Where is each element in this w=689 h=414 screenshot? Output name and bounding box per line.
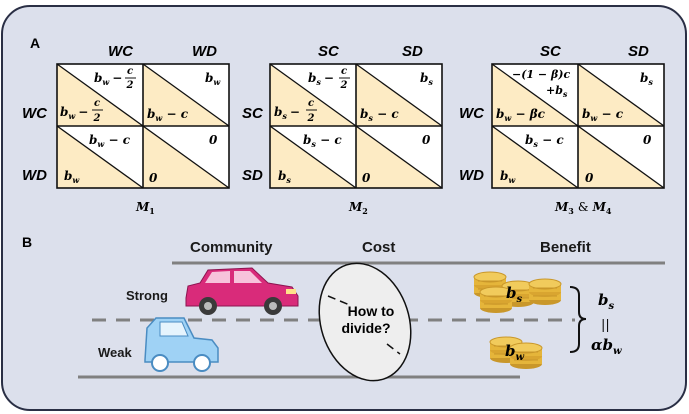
strong-label: Strong [126, 288, 168, 303]
weak-label: Weak [98, 345, 132, 360]
svg-text:bw−: bw− [60, 105, 88, 121]
m2-r1c2-upper-payoff: bs [420, 71, 433, 87]
m1-r2c2-lower-payoff: 0 [149, 171, 158, 185]
svg-text:2: 2 [93, 113, 101, 124]
m3-col-header-1: SC [540, 43, 562, 60]
m1-r2c2-upper-payoff: 0 [209, 133, 218, 147]
svg-text:bs−: bs− [274, 105, 300, 121]
m1-cell-r2c2 [142, 125, 230, 189]
m1-cell-r2c1 [56, 125, 144, 189]
m1-col-header-2: WD [192, 43, 217, 60]
m1-caption: M1 [135, 200, 155, 216]
svg-text:2: 2 [307, 113, 315, 124]
m1-r1c2-lower-payoff: bw − c [147, 107, 189, 123]
m3-r1c2-upper-payoff: bs [640, 71, 653, 87]
m2-r1c2-lower-payoff: bs − c [360, 107, 399, 123]
matrix-m3-m4: SC SD WC WD −(1 − β)c +bs [459, 43, 665, 216]
svg-text:2: 2 [340, 80, 348, 91]
m1-row-header-2: WD [22, 167, 47, 184]
m2-cell-r2c2 [355, 125, 443, 189]
ellipse-text-line-1: How to [348, 303, 395, 319]
m2-cell-r2c1 [269, 125, 357, 189]
m1-row-header-1: WC [22, 105, 48, 122]
m1-cell-r1c2 [142, 63, 230, 127]
m2-row-header-1: SC [242, 105, 264, 122]
m3-r1c1-upper-payoff: −(1 − β)c +bs [512, 68, 570, 99]
m3-r2c1-lower-payoff: bw [500, 169, 516, 185]
m3-r2c2-upper-payoff: 0 [643, 133, 652, 147]
m2-cell-r1c1 [269, 63, 357, 127]
m2-r2c2-lower-payoff: 0 [362, 171, 371, 185]
relation-top: bs [598, 291, 615, 312]
strong-car-icon [185, 267, 299, 315]
header-benefit: Benefit [540, 239, 591, 256]
matrix-m1: WC WD WC WD bw− c [22, 43, 230, 216]
m2-r2c2-upper-payoff: 0 [422, 133, 431, 147]
m3-m4-caption: M3&M4 [554, 200, 612, 216]
m2-row-header-2: SD [242, 167, 263, 184]
cost-division-ellipse [318, 262, 412, 382]
svg-text:+bs: +bs [546, 84, 568, 99]
m2-cell-r1c2 [355, 63, 443, 127]
m3-cell-r2c2 [577, 125, 665, 189]
m3-cell-r1c1 [491, 63, 579, 127]
ellipse-text-line-2: divide? [341, 320, 390, 336]
svg-text:c: c [341, 66, 347, 77]
svg-text:bw−: bw− [94, 71, 122, 87]
m2-caption: M2 [348, 200, 368, 216]
m3-r1c2-lower-payoff: bw − c [582, 107, 624, 123]
svg-text:c: c [308, 98, 314, 109]
coins-weak-label: bw [505, 342, 525, 363]
m2-r2c1-upper-payoff: bs − c [303, 133, 342, 149]
m3-row-header-2: WD [459, 167, 484, 184]
svg-text:2: 2 [126, 80, 134, 91]
m1-r1c1-lower-payoff: bw− c 2 [60, 98, 103, 124]
m1-r1c1-upper-payoff: bw− c 2 [94, 66, 136, 91]
svg-text:bs−: bs− [308, 71, 334, 87]
panel-a-label: A [30, 35, 40, 51]
m1-r2c1-lower-payoff: bw [64, 169, 80, 185]
header-cost: Cost [362, 239, 395, 256]
coins-strong-label: bs [506, 284, 523, 305]
matrix-m2: SC SD SC SD bs− c [242, 43, 443, 216]
m3-row-header-1: WC [459, 105, 485, 122]
m2-col-header-2: SD [402, 43, 423, 60]
svg-text:−(1 − β)c: −(1 − β)c [512, 68, 570, 81]
panel-b-label: B [22, 234, 32, 250]
weak-car-icon [144, 317, 219, 372]
m1-r1c2-upper-payoff: bw [205, 71, 221, 87]
header-community: Community [190, 239, 273, 256]
benefit-bracket [569, 286, 587, 353]
m2-col-header-1: SC [318, 43, 340, 60]
m3-cell-r2c1 [491, 125, 579, 189]
m3-r2c1-upper-payoff: bs − c [525, 133, 564, 149]
svg-text:c: c [127, 66, 133, 77]
svg-text:c: c [94, 98, 100, 109]
relation-bottom: αbw [591, 336, 622, 357]
relation-equals: || [601, 318, 610, 333]
m1-cell-r1c1 [56, 63, 144, 127]
m3-cell-r1c2 [577, 63, 665, 127]
ellipse-divider [327, 295, 401, 355]
m3-col-header-2: SD [628, 43, 649, 60]
m2-r2c1-lower-payoff: bs [278, 169, 291, 185]
m1-col-header-1: WC [108, 43, 134, 60]
m2-r1c1-upper-payoff: bs− c 2 [308, 66, 350, 91]
m1-r2c1-upper-payoff: bw − c [89, 133, 131, 149]
m2-r1c1-lower-payoff: bs− c 2 [274, 98, 317, 124]
m3-r1c1-lower-payoff: bw − βc [496, 107, 546, 123]
m3-r2c2-lower-payoff: 0 [585, 171, 594, 185]
